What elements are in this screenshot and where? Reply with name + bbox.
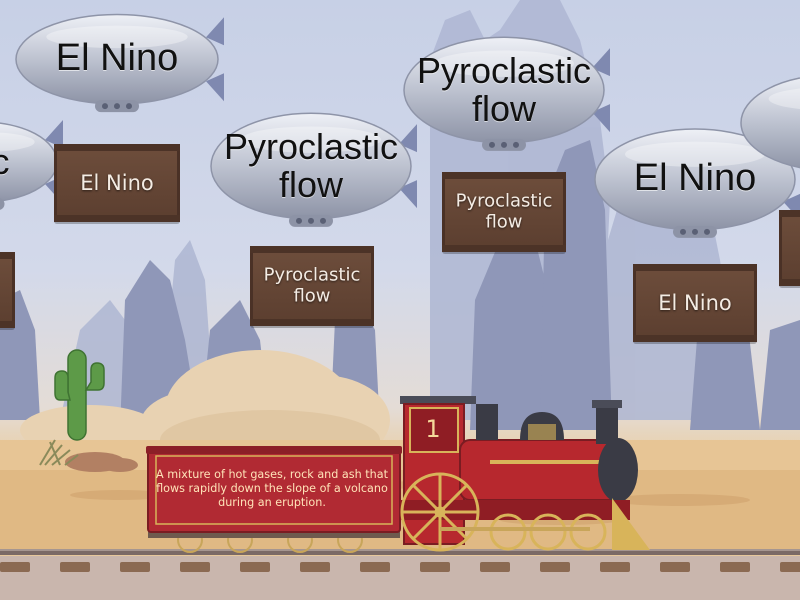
question-text: A mixture of hot gases, rock and ash tha… (156, 468, 388, 509)
question-number: 1 (425, 415, 441, 443)
crate-label: El Nino (80, 170, 154, 195)
answer-blimp[interactable]: Pyroclastic flow (396, 32, 612, 164)
answer-crate[interactable]: El Nino (633, 264, 757, 342)
blimp-label: Pyroclastic flow (223, 126, 399, 206)
answer-crate[interactable]: E (779, 210, 800, 286)
crate-label: E (779, 237, 800, 260)
answer-blimp[interactable]: El Nino (587, 124, 800, 250)
blimp-label: El Nino (633, 157, 757, 200)
answer-crate[interactable]: El Nino (54, 144, 180, 222)
answer-crate[interactable]: Pyroclastic flow (442, 172, 566, 252)
crate-label: Pyroclastic flow (263, 264, 361, 306)
blimp-label: El (733, 103, 800, 143)
answer-blimp[interactable]: El (733, 70, 800, 190)
answer-crate[interactable]: c (0, 252, 15, 328)
answer-blimp[interactable]: El Nino (8, 10, 226, 122)
crate-label: c (0, 282, 15, 298)
blimp-label: stic (0, 141, 10, 183)
answer-crate[interactable]: Pyroclastic flow (250, 246, 374, 326)
crate-label: El Nino (658, 290, 732, 315)
blimp-label: Pyroclastic flow (416, 50, 592, 130)
blimp-label: El Nino (55, 37, 179, 80)
answer-blimp[interactable]: Pyroclastic flow (203, 108, 419, 240)
crate-label: Pyroclastic flow (455, 190, 553, 232)
